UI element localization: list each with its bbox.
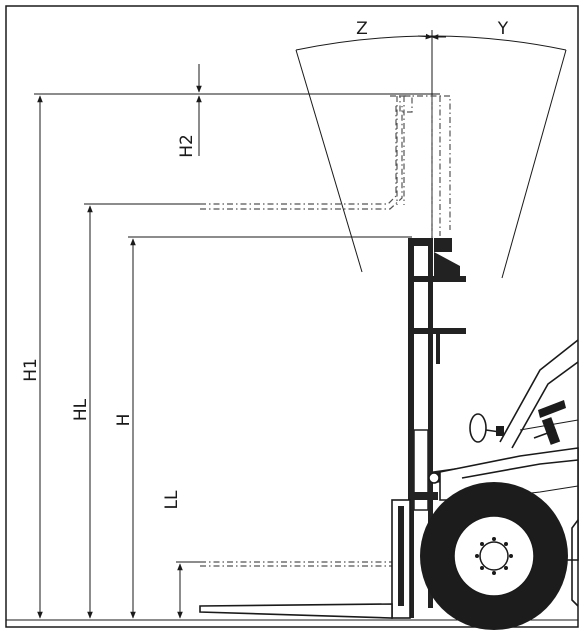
h1-label: H1 [21,358,41,382]
hl-label: HL [71,398,91,421]
lowered-fork-outline [200,500,399,567]
steering-wheel [533,400,566,445]
z-label: Z [356,19,368,39]
fork-carriage [391,499,411,619]
h-label: H [114,414,134,427]
mast [408,238,466,618]
rear-wheel-edge [571,519,579,607]
ll-label: LL [162,490,182,509]
frame-border [5,5,579,628]
front-wheel [420,482,568,630]
y-label: Y [497,19,509,39]
overhead-guard [499,339,579,449]
h2-label: H2 [177,134,197,158]
work-light [469,413,504,443]
raised-mast-outline [200,95,451,236]
fork [199,603,393,619]
